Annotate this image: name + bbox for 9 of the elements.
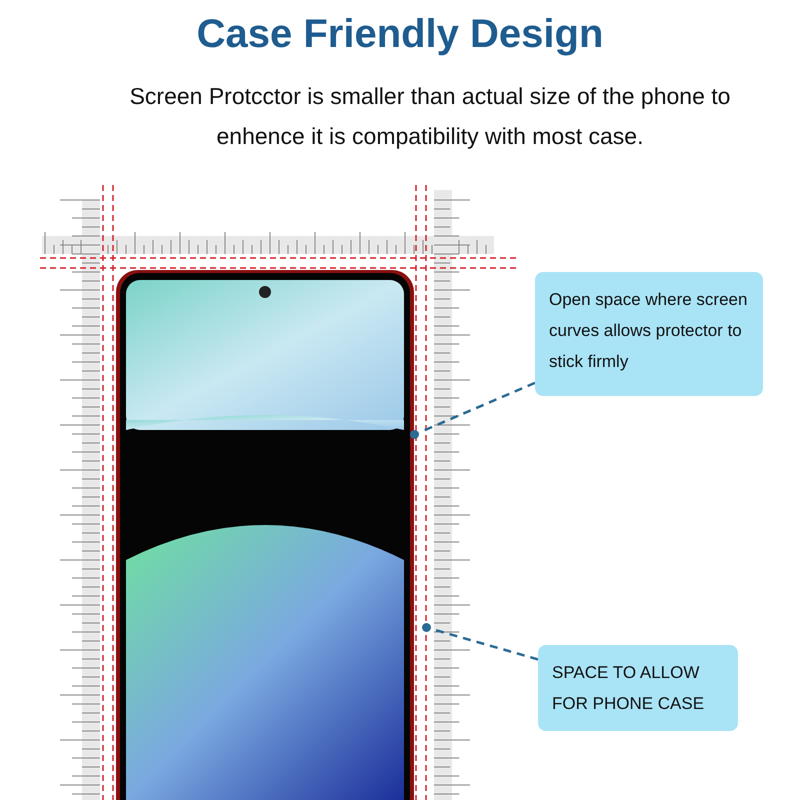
callout-box (535, 272, 763, 396)
subtitle: Screen Protcctor is smaller than actual size of the phone to enhence it is compatibility with most case. (128, 82, 732, 151)
leader-line (418, 382, 536, 434)
callout-text: Open space where screen curves allows protector to stick firmly (549, 289, 748, 373)
callout-box (538, 645, 738, 731)
callout-text: SPACE TO ALLOW FOR PHONE CASE (552, 662, 706, 715)
anchor-dot (422, 623, 431, 632)
title: Case Friendly Design (196, 12, 604, 57)
anchor-dot (410, 430, 419, 439)
